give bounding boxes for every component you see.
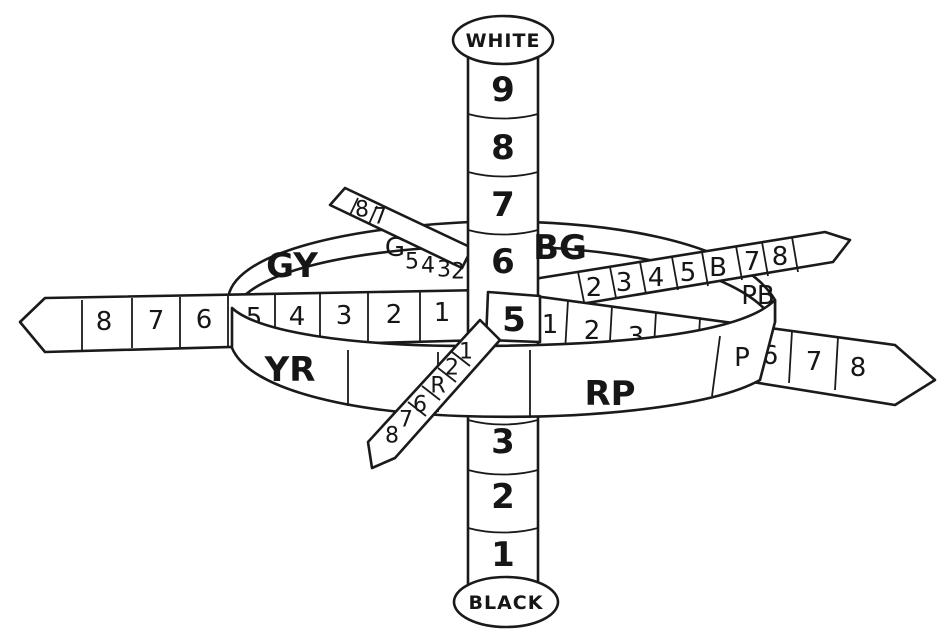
arm-rb-chroma-4: 5	[680, 258, 697, 288]
arm-bl-chroma-3: 2	[451, 260, 465, 285]
arm-bl-far-1: 8	[355, 198, 369, 223]
arm-rb-hue: B	[709, 253, 727, 283]
arm-fl-chroma-1: 2	[445, 356, 459, 381]
arm-left-far-1: 7	[148, 306, 165, 336]
black-label: BLACK	[469, 592, 544, 614]
hue-gy: GY	[266, 246, 318, 286]
arm-rb-chroma-1: 2	[586, 273, 603, 303]
value-5: 5	[502, 300, 526, 340]
value-9: 9	[491, 70, 515, 110]
arm-rb-far-1: 8	[772, 242, 789, 272]
arm-rb-far-0: 7	[744, 247, 761, 277]
arm-fl-chroma-0: 1	[459, 340, 473, 365]
arm-bl-chroma-2: 3	[437, 258, 451, 283]
arm-left-near-2: 3	[336, 301, 353, 331]
arm-rb-chroma-3: 4	[648, 263, 665, 293]
arm-left-far-2: 8	[96, 307, 113, 337]
arm-fl-far-0: 6	[413, 393, 427, 418]
value-2: 2	[491, 477, 515, 517]
white-cap: WHITE	[453, 16, 553, 64]
arm-rf-hue: P	[734, 343, 750, 373]
value-6: 6	[491, 242, 515, 282]
arm-left-near-3: 4	[289, 302, 306, 332]
arm-left-far-0: 6	[196, 305, 213, 335]
arm-bl-chroma-0: 5	[405, 250, 419, 275]
hue-bg: BG	[533, 228, 587, 268]
arm-rb-chroma-2: 3	[616, 268, 633, 298]
arm-left-near-1: 2	[386, 300, 403, 330]
value-8: 8	[491, 128, 515, 168]
arm-left-near-0: 1	[434, 298, 451, 328]
value-3: 3	[491, 422, 515, 462]
value-7: 7	[491, 185, 515, 225]
arm-rf-far-1: 7	[806, 347, 823, 377]
hue-rp: RP	[584, 374, 635, 414]
arm-bl-far-0: 7	[373, 205, 387, 230]
value-1: 1	[491, 535, 515, 575]
arm-bl-chroma-1: 4	[421, 254, 435, 279]
arm-fl-hue: R	[430, 374, 445, 399]
arm-rf-chroma-0: 1	[542, 310, 559, 340]
arm-bl-hue: G	[385, 233, 405, 263]
arm-fl-far-2: 8	[385, 424, 399, 449]
arm-fl-far-1: 7	[399, 408, 413, 433]
black-cap: BLACK	[454, 577, 558, 627]
hue-yr: YR	[264, 350, 316, 390]
white-label: WHITE	[466, 30, 541, 52]
arm-rf-far-2: 8	[850, 353, 867, 383]
hue-pb: PB	[741, 281, 775, 311]
